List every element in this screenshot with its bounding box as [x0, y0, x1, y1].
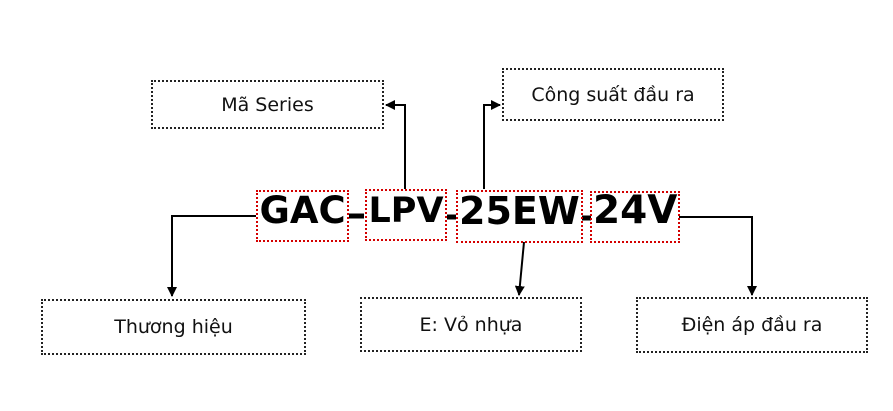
segment-box-power: [456, 190, 583, 243]
arrow-series: [385, 100, 406, 189]
segment-voltage: 24V: [593, 188, 678, 233]
label-series: Mã Series: [151, 80, 384, 129]
arrow-brand: [167, 215, 256, 297]
arrow-voltage: [679, 216, 757, 296]
segment-box-series: [365, 189, 447, 241]
arrow-power: [483, 100, 501, 189]
segment-brand: GAC: [259, 189, 346, 232]
label-voltage: Điện áp đầu ra: [636, 297, 868, 353]
segment-power: 25EW: [459, 189, 580, 233]
label-housing-text: E: Vỏ nhựa: [419, 313, 523, 336]
label-power: Công suất đầu ra: [502, 68, 724, 121]
label-brand-text: Thương hiệu: [114, 316, 233, 338]
label-series-text: Mã Series: [221, 93, 314, 116]
label-brand: Thương hiệu: [41, 299, 306, 355]
segment-series: LPV: [368, 191, 444, 231]
segment-box-brand: [256, 190, 349, 242]
label-housing: E: Vỏ nhựa: [360, 297, 582, 352]
label-voltage-text: Điện áp đầu ra: [681, 314, 823, 336]
segment-box-voltage: [590, 191, 680, 243]
label-power-text: Công suất đầu ra: [531, 83, 695, 106]
arrow-housing: [514, 241, 525, 296]
